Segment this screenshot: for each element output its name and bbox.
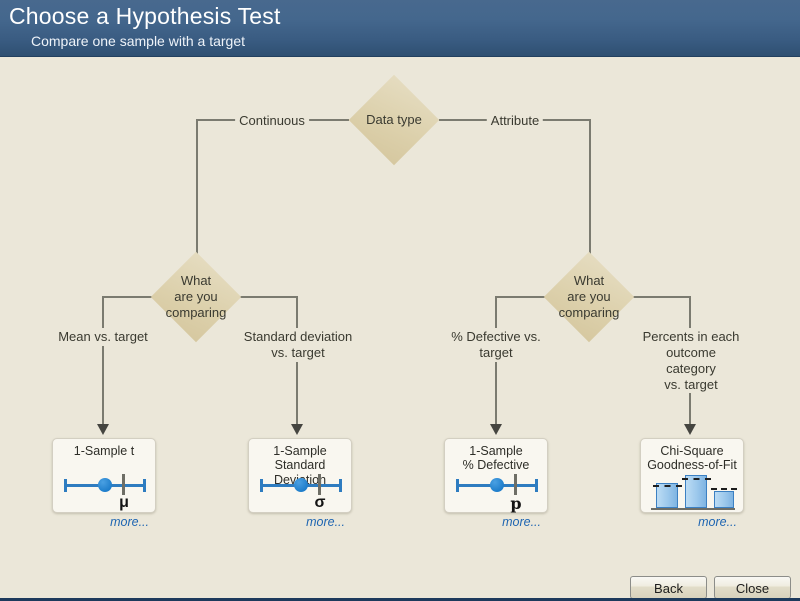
branch-label-attribute: Attribute: [486, 112, 544, 130]
decision-node-label: What are you comparing: [558, 272, 620, 321]
more-link-1-sample-t[interactable]: more...: [110, 515, 149, 529]
connector-drop-mean: [102, 296, 104, 424]
interval-plot-icon: p: [456, 474, 538, 513]
branch-label-stdev: Standard deviation vs. target: [239, 328, 357, 362]
sample-point-icon: [490, 478, 504, 492]
test-card-1-sample-t[interactable]: 1-Sample t μ: [52, 438, 156, 513]
arrow-down-icon: [490, 424, 502, 435]
back-button[interactable]: Back: [630, 576, 707, 598]
sample-point-icon: [98, 478, 112, 492]
branch-label-mean: Mean vs. target: [54, 328, 152, 346]
test-card-1-sample-percent-defective[interactable]: 1-Sample % Defective p: [444, 438, 548, 513]
connector-compareR-left: [495, 296, 547, 298]
decision-node-data-type: Data type: [348, 74, 440, 166]
branch-label-defective: % Defective vs. target: [447, 328, 545, 362]
more-link-1-sample-percent-defective[interactable]: more...: [502, 515, 541, 529]
test-card-title: 1-Sample % Defective: [462, 444, 530, 473]
decision-node-comparing-left: What are you comparing: [150, 251, 242, 343]
test-card-1-sample-stdev[interactable]: 1-Sample Standard Deviation σ: [248, 438, 352, 513]
arrow-down-icon: [684, 424, 696, 435]
more-link-1-sample-stdev[interactable]: more...: [306, 515, 345, 529]
connector-compareL-right: [240, 296, 298, 298]
connector-compareR-right: [633, 296, 691, 298]
arrow-down-icon: [97, 424, 109, 435]
decision-node-comparing-right: What are you comparing: [543, 251, 635, 343]
target-tick-icon: [122, 474, 125, 495]
decision-node-label: Data type: [366, 111, 422, 127]
more-link-chi-square[interactable]: more...: [698, 515, 737, 529]
close-button[interactable]: Close: [714, 576, 791, 598]
decision-node-label: What are you comparing: [165, 272, 227, 321]
sample-point-icon: [294, 478, 308, 492]
bar-chart-icon: [651, 472, 737, 510]
parameter-symbol: σ: [314, 494, 326, 511]
arrow-down-icon: [291, 424, 303, 435]
target-tick-icon: [318, 474, 321, 495]
parameter-symbol: p: [510, 494, 522, 513]
branch-label-continuous: Continuous: [235, 112, 309, 130]
test-card-title: 1-Sample t: [73, 444, 135, 458]
interval-plot-icon: σ: [260, 474, 342, 511]
connector-drop-attribute: [589, 119, 591, 255]
connector-drop-continuous: [196, 119, 198, 255]
connector-compareL-left: [102, 296, 154, 298]
page-subtitle: Compare one sample with a target: [31, 33, 245, 49]
branch-label-percents: Percents in each outcome category vs. ta…: [636, 328, 746, 394]
test-card-title: Chi-Square Goodness-of-Fit: [647, 444, 737, 473]
interval-plot-icon: μ: [64, 474, 146, 511]
page-title: Choose a Hypothesis Test: [9, 3, 281, 29]
test-card-chi-square-goodness-of-fit[interactable]: Chi-Square Goodness-of-Fit: [640, 438, 744, 513]
target-tick-icon: [514, 474, 517, 495]
parameter-symbol: μ: [119, 494, 129, 511]
dialog-header: Choose a Hypothesis Test Compare one sam…: [0, 0, 800, 57]
